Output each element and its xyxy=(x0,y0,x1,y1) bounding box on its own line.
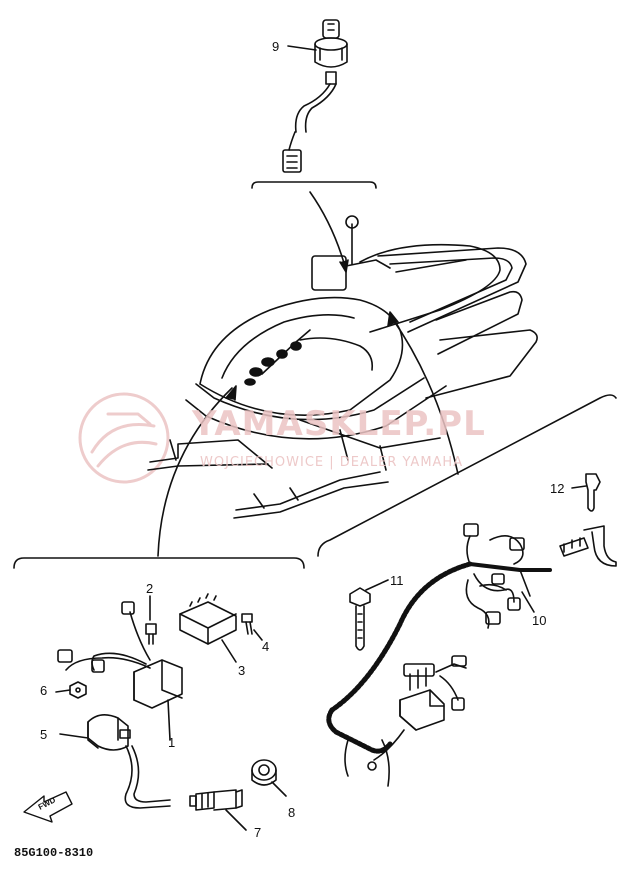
part-label-9: 9 xyxy=(272,39,280,54)
spark-plug xyxy=(189,789,247,831)
rectifier xyxy=(179,593,237,663)
snowmobile-body xyxy=(147,215,538,519)
nut-6 xyxy=(55,681,87,699)
holder-bracket xyxy=(559,525,617,567)
part-label-12: 12 xyxy=(550,481,565,496)
plug-cap xyxy=(251,759,287,797)
cdi-unit xyxy=(57,601,183,741)
fwd-arrow xyxy=(23,791,73,823)
watermark-brand: YAMASKLEP.PL xyxy=(192,404,486,444)
part-label-8: 8 xyxy=(288,805,296,820)
part-label-1: 1 xyxy=(168,735,176,750)
leader-9 xyxy=(287,45,317,51)
part-label-7: 7 xyxy=(254,825,262,840)
bracket-right xyxy=(317,394,617,557)
arrow-harness xyxy=(391,317,459,475)
watermark-logo xyxy=(78,392,170,484)
bracket-top xyxy=(251,181,377,189)
band-clamp xyxy=(349,579,389,651)
part-label-2: 2 xyxy=(146,581,154,596)
part-label-11: 11 xyxy=(390,573,404,588)
wire-harness xyxy=(326,523,552,787)
clip-12 xyxy=(571,473,601,512)
part-label-3: 3 xyxy=(238,663,246,678)
bracket-left xyxy=(13,557,305,569)
diagram-code: 85G100-8310 xyxy=(14,846,94,860)
bolt-4 xyxy=(241,613,263,641)
arrow-cdi xyxy=(157,387,233,557)
part-label-5: 5 xyxy=(40,727,48,742)
ignition-coil xyxy=(59,714,171,809)
arrow-switch xyxy=(309,191,347,271)
leader-10 xyxy=(521,591,535,613)
part-label-6: 6 xyxy=(40,683,48,698)
bolt-2 xyxy=(145,595,157,645)
ignition-switch xyxy=(282,19,348,173)
part-label-4: 4 xyxy=(262,639,270,654)
watermark-subtitle: WOJCIECHOWICE | DEALER YAMAHA xyxy=(200,455,464,470)
part-label-10: 10 xyxy=(532,613,547,628)
